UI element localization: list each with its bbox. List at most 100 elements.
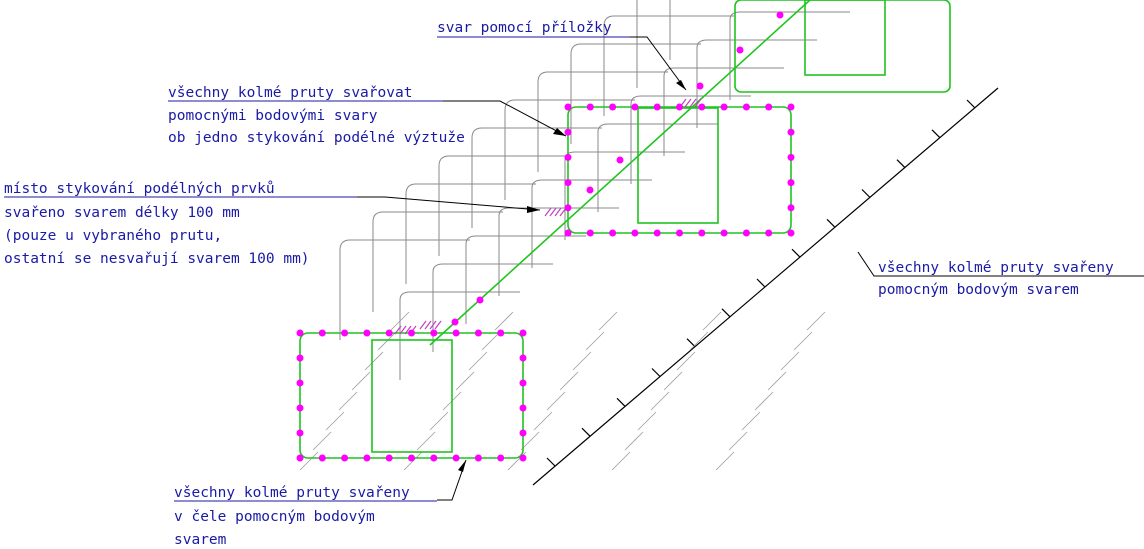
weld-point	[676, 103, 683, 111]
hatch-line	[559, 371, 579, 391]
weld-point	[519, 354, 527, 362]
hatch-line	[351, 371, 371, 391]
stirrup-frame-inner	[597, 123, 718, 212]
stirrup-frame-inner	[696, 39, 817, 128]
weld-point	[742, 103, 750, 111]
note-middle-left-line-4: ostatní se nesvařují svarem 100 mm)	[4, 251, 310, 267]
green-stirrup-front-inner	[371, 339, 453, 453]
leader-lines	[357, 36, 1144, 501]
weld-point	[676, 229, 683, 237]
weld-point	[452, 454, 460, 462]
weld-point	[296, 329, 304, 337]
note-right-line-2: pomocným bodovým svarem	[878, 282, 1079, 298]
weld-point	[609, 103, 617, 111]
stirrup-frame	[405, 183, 536, 284]
highlighted-stirrups	[299, 0, 951, 459]
weld-hatch	[689, 98, 697, 108]
hatch-line	[494, 311, 514, 331]
slope-tick	[966, 99, 976, 109]
note-middle-left-line-3: (pouze u vybraného prutu,	[4, 228, 222, 244]
note-upper-left-line-3: ob jedno stykování podélné výztuže	[168, 130, 465, 146]
weld-hatch	[419, 320, 427, 330]
slope-tick	[931, 129, 941, 139]
note-middle-left-line-2: svařeno svarem délky 100 mm	[4, 205, 240, 221]
slope-tick	[791, 248, 801, 258]
weld-point	[341, 329, 349, 337]
weld-hatch	[429, 320, 437, 330]
hatch-line	[793, 331, 813, 351]
weld-point	[519, 329, 527, 337]
hatch-line	[650, 391, 670, 411]
weld-point	[586, 103, 594, 111]
weld-point	[564, 179, 572, 187]
slope-tick	[581, 427, 591, 437]
weld-point	[363, 454, 371, 462]
weld-point	[385, 454, 393, 462]
weld-point	[765, 103, 773, 111]
weld-point	[653, 103, 661, 111]
weld-point	[787, 229, 795, 237]
hatch-line	[520, 431, 540, 451]
weld-point	[698, 229, 706, 237]
weld-point	[408, 329, 415, 337]
hatch-line	[572, 351, 592, 371]
weld-hatch	[399, 325, 407, 335]
hatch-line	[806, 311, 826, 331]
slope-tick	[721, 308, 731, 318]
weld-point	[631, 229, 639, 237]
weld-point	[564, 153, 572, 161]
hatch-line	[728, 431, 748, 451]
stirrup-frame-inner	[432, 263, 553, 352]
weld-hatch	[549, 207, 557, 217]
weld-point	[497, 329, 505, 337]
hatch-line	[702, 311, 722, 331]
green-stirrup-top	[734, 0, 951, 93]
weld-point	[519, 404, 527, 412]
stirrup-frame-inner	[465, 235, 586, 324]
stirrup-frame	[372, 211, 503, 312]
stirrup-frame-inner	[729, 11, 850, 100]
note-right: všechny kolmé pruty svařeny pomocným bod…	[878, 260, 1114, 298]
hatch-line	[546, 391, 566, 411]
note-top-weld: svar pomocí příložky	[437, 20, 630, 38]
weld-point	[296, 404, 304, 412]
hatch-line	[715, 451, 735, 471]
hatch-line	[325, 411, 345, 431]
hatch-line	[364, 351, 384, 371]
hatch-line	[468, 351, 488, 371]
note-upper-left: všechny kolmé pruty svařovat pomocnými b…	[168, 85, 465, 146]
weld-point	[564, 229, 572, 237]
weld-hatch	[404, 325, 412, 335]
note-bottom: všechny kolmé pruty svařeny v čele pomoc…	[174, 485, 437, 548]
weld-point	[698, 103, 706, 111]
weld-points	[296, 11, 795, 462]
arrow-upper-left	[553, 128, 566, 136]
leader-right	[857, 251, 1144, 277]
stirrup-frame	[504, 99, 635, 200]
weld-point	[787, 153, 795, 161]
arrow-bottom	[458, 460, 466, 472]
green-stirrup-top-inner	[804, 0, 886, 76]
stirrup-frame-inner	[399, 291, 520, 380]
note-bottom-line-3: svarem	[174, 532, 227, 548]
weld-point	[452, 329, 460, 337]
hatching	[299, 311, 826, 471]
weld-point	[631, 103, 639, 111]
weld-point	[609, 229, 617, 237]
slope-tick	[546, 457, 556, 467]
weld-point	[776, 11, 784, 19]
slope-line	[532, 87, 999, 486]
weld-point	[720, 103, 728, 111]
weld-point	[519, 379, 527, 387]
note-middle-left: místo stykování podélných prvků svařeno …	[4, 181, 357, 267]
note-upper-left-line-2: pomocnými bodovými svary	[168, 108, 378, 124]
weld-point	[787, 103, 795, 111]
weld-point	[296, 354, 304, 362]
hatch-line	[611, 451, 631, 471]
weld-point	[363, 329, 371, 337]
weld-point	[451, 318, 459, 326]
weld-point	[720, 229, 728, 237]
weld-point	[653, 229, 661, 237]
weld-point	[787, 179, 795, 187]
